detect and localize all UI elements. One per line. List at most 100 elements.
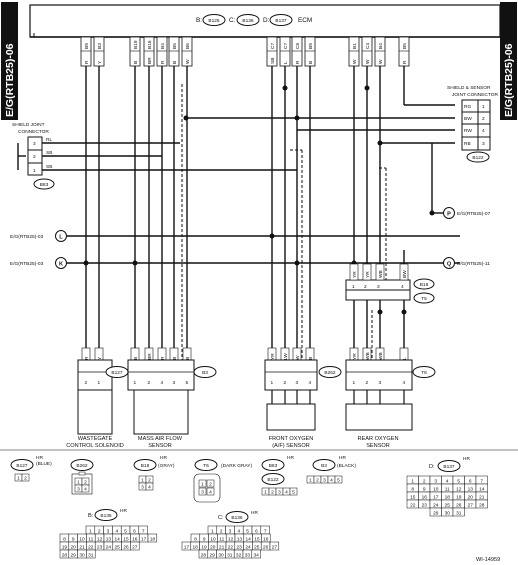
ecm-prefix-d: D:: [263, 17, 270, 24]
component-name: CONTROL SOLENOID: [66, 443, 124, 449]
side-tab-left-text: E/G(RTB25)-06: [4, 43, 16, 117]
svg-text:17: 17: [184, 544, 190, 550]
svg-text:23: 23: [422, 502, 428, 508]
ecm-pin-wire: W: [352, 59, 358, 64]
svg-text:8: 8: [63, 536, 66, 542]
svg-text:2: 2: [209, 482, 212, 488]
shield-sensor-connector: SHIELD & SENSOR JOINT CONNECTOR RG BW RW…: [447, 85, 498, 163]
svg-text:1: 1: [134, 380, 137, 386]
ecm-pin-number: B16: [147, 40, 153, 49]
svg-text:4: 4: [482, 128, 485, 134]
svg-text:1: 1: [264, 490, 267, 496]
svg-text:4: 4: [209, 490, 212, 496]
svg-text:4: 4: [115, 528, 118, 534]
svg-text:BW: BW: [402, 270, 408, 278]
ecm-pin-number: B9: [84, 43, 90, 49]
svg-text:RW: RW: [464, 128, 472, 134]
svg-text:3: 3: [379, 380, 382, 386]
svg-text:2: 2: [482, 116, 485, 122]
side-tab-right-text: E/G(RTB25)-06: [503, 43, 515, 117]
shield-joint-title-1: SHIELD JOINT: [12, 122, 45, 128]
svg-text:31: 31: [456, 510, 462, 516]
svg-text:2: 2: [24, 476, 27, 482]
svg-text:1: 1: [411, 478, 414, 484]
svg-text:25: 25: [115, 544, 121, 550]
svg-text:9: 9: [423, 486, 426, 492]
svg-text:27: 27: [132, 544, 138, 550]
ecm-pin-wire: R: [295, 60, 301, 64]
ecm-pin-wire: W: [365, 59, 371, 64]
ecm-pin-number: B4: [160, 43, 166, 49]
component-connector-label: B262: [324, 370, 336, 376]
svg-text:27: 27: [272, 544, 278, 550]
svg-text:30: 30: [79, 552, 85, 558]
ecm-pin-number: B6: [185, 43, 191, 49]
svg-text:4: 4: [446, 478, 449, 484]
svg-text:YR: YR: [365, 271, 371, 278]
ecm-pin-number: B5: [172, 43, 178, 49]
svg-text:D:: D:: [429, 464, 435, 470]
component-name: FRONT OXYGEN: [269, 436, 314, 442]
svg-text:WB: WB: [365, 352, 371, 360]
svg-text:3: 3: [107, 528, 110, 534]
ref-q-text: E/G(RTB25)-11: [457, 261, 490, 267]
ecm-pin-wire: R: [160, 60, 166, 64]
component-name: WASTEGATE: [78, 436, 113, 442]
ecm-label: ECM: [298, 17, 312, 24]
svg-text:Y: Y: [97, 356, 103, 360]
ecm-pin-number: B1: [352, 43, 358, 49]
ecm-prefix-c: C:: [229, 17, 236, 24]
svg-text:HR: HR: [339, 455, 346, 461]
svg-text:BW: BW: [464, 116, 472, 122]
ecm-pin-wire: W: [378, 59, 384, 64]
svg-text:B: B: [172, 357, 178, 360]
svg-text:2: 2: [148, 380, 151, 386]
svg-text:29: 29: [433, 510, 439, 516]
svg-text:B18: B18: [420, 282, 429, 288]
svg-text:SB: SB: [46, 150, 52, 156]
ecm-pin-number: C7: [283, 43, 289, 49]
svg-text:LW: LW: [283, 353, 289, 360]
svg-text:10: 10: [210, 536, 216, 542]
svg-text:1: 1: [211, 528, 214, 534]
svg-text:30: 30: [218, 552, 224, 558]
svg-text:B: B: [133, 357, 139, 360]
svg-text:26: 26: [263, 544, 269, 550]
svg-text:4: 4: [401, 284, 404, 290]
svg-text:SB: SB: [46, 164, 52, 170]
svg-text:3: 3: [173, 380, 176, 386]
svg-text:JOINT CONNECTOR: JOINT CONNECTOR: [452, 92, 498, 98]
ecm-pin-number: B9: [308, 43, 314, 49]
ecm-pin-wire: Y: [97, 60, 103, 64]
svg-text:B3: B3: [321, 463, 327, 469]
svg-text:(BLACK): (BLACK): [337, 463, 356, 469]
svg-text:14: 14: [246, 536, 252, 542]
svg-text:5: 5: [186, 380, 189, 386]
svg-text:3: 3: [323, 478, 326, 484]
svg-text:27: 27: [468, 502, 474, 508]
side-tab-right: [500, 2, 517, 120]
svg-text:B:: B:: [88, 513, 94, 519]
svg-text:1: 1: [353, 380, 356, 386]
component-name: (A/F) SENSOR: [272, 443, 310, 449]
ecm-conn-b137: B137: [275, 18, 287, 24]
svg-text:3: 3: [141, 485, 144, 491]
svg-text:9: 9: [72, 536, 75, 542]
svg-text:6: 6: [469, 478, 472, 484]
ref-l-letter: L: [59, 235, 63, 241]
svg-text:5: 5: [124, 528, 127, 534]
svg-text:5: 5: [292, 490, 295, 496]
svg-text:31: 31: [227, 552, 233, 558]
svg-text:18: 18: [150, 536, 156, 542]
svg-text:3: 3: [229, 528, 232, 534]
ecm-pin-number: C6: [295, 43, 301, 49]
svg-text:1: 1: [141, 478, 144, 484]
svg-text:L: L: [402, 357, 408, 360]
svg-text:1: 1: [271, 380, 274, 386]
svg-text:YR: YR: [352, 271, 358, 278]
svg-text:20: 20: [71, 544, 77, 550]
svg-text:1: 1: [89, 528, 92, 534]
svg-text:22: 22: [88, 544, 94, 550]
